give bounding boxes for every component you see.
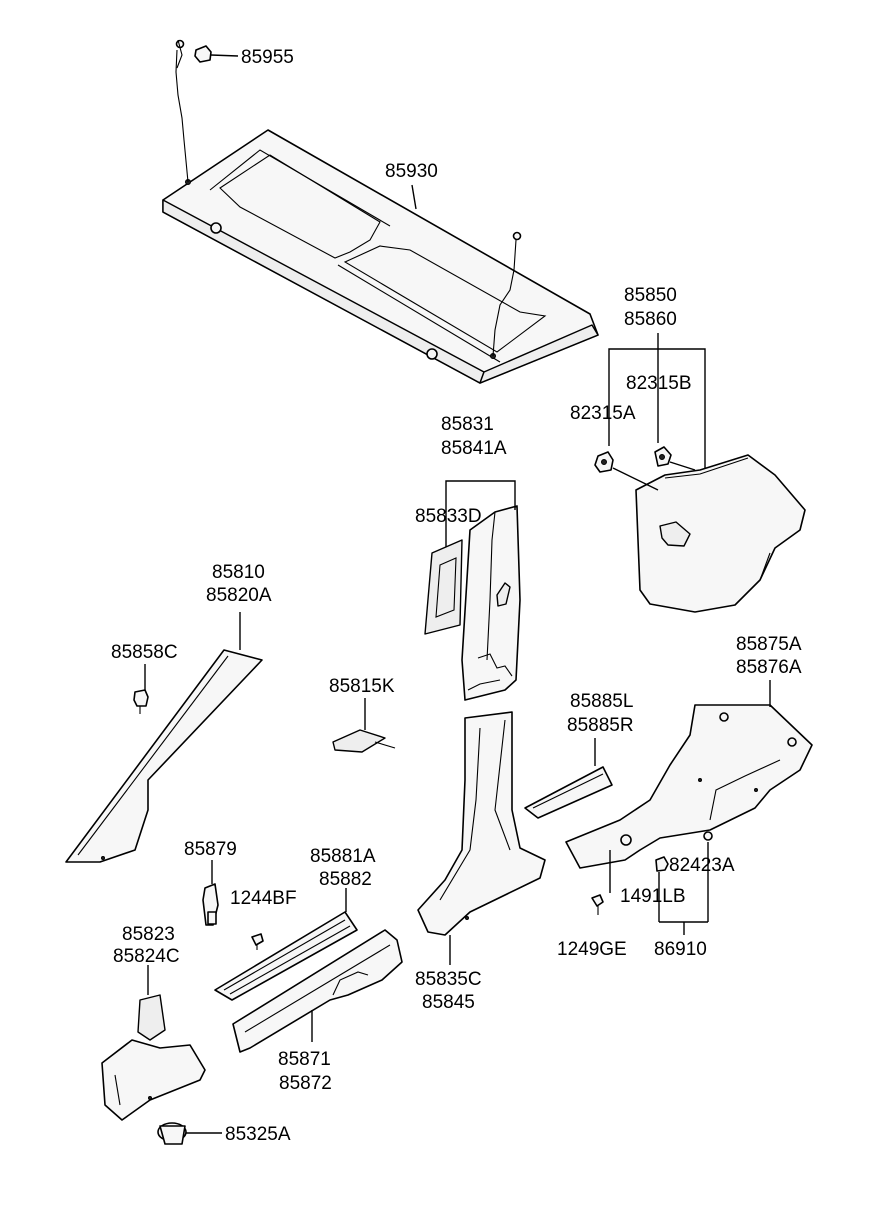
- label-86910: 86910: [654, 939, 707, 960]
- label-85835C: 85835C: [415, 969, 482, 990]
- label-85325A: 85325A: [225, 1124, 291, 1145]
- tray-cable-left: [175, 39, 189, 183]
- label-85858C: 85858C: [111, 642, 178, 663]
- label-85876A: 85876A: [736, 657, 802, 678]
- cowl-trim-85823: [101, 994, 206, 1121]
- clip-1491LB: [655, 856, 669, 922]
- label-85885R: 85885R: [567, 715, 634, 736]
- quarter-trim-85850: [635, 454, 806, 613]
- pad-85815K: [332, 729, 396, 753]
- label-85885L: 85885L: [570, 691, 633, 712]
- label-85841A: 85841A: [441, 438, 507, 459]
- label-85882: 85882: [319, 869, 372, 890]
- label-1244BF: 1244BF: [230, 888, 297, 909]
- label-85815K: 85815K: [329, 676, 395, 697]
- label-85930: 85930: [385, 161, 438, 182]
- clip-82315B: [654, 446, 696, 471]
- label-82423A: 82423A: [669, 855, 735, 876]
- label-1249GE: 1249GE: [557, 939, 627, 960]
- label-85872: 85872: [279, 1073, 332, 1094]
- label-85820A: 85820A: [206, 585, 272, 606]
- label-85823: 85823: [122, 924, 175, 945]
- label-85955: 85955: [241, 47, 294, 68]
- pillar-a-85810: [65, 649, 263, 863]
- bracket-85850: [608, 333, 706, 469]
- clip-82315A: [594, 451, 659, 491]
- label-1491LB: 1491LB: [620, 886, 686, 907]
- label-85850: 85850: [624, 285, 677, 306]
- scuff-plate-85885L: [524, 766, 613, 819]
- label-85824C: 85824C: [113, 946, 180, 967]
- clip-85325A: [157, 1122, 222, 1145]
- label-85879: 85879: [184, 839, 237, 860]
- package-tray-85930: [162, 129, 599, 384]
- bracket-85879: [202, 883, 219, 926]
- label-85871: 85871: [278, 1049, 331, 1070]
- screw-1244BF: [251, 933, 264, 950]
- tray-cable-right: [492, 231, 522, 357]
- clip-85955: [194, 45, 239, 63]
- label-85875A: 85875A: [736, 634, 802, 655]
- pillar-lower-85835C: [417, 711, 546, 936]
- scuff-plate-85881A: [214, 911, 358, 1001]
- label-85831: 85831: [441, 414, 494, 435]
- pillar-upper-85831: [461, 505, 521, 701]
- label-85833D: 85833D: [415, 506, 482, 527]
- label-82315B: 82315B: [626, 373, 692, 394]
- label-82315A: 82315A: [570, 403, 636, 424]
- label-85860: 85860: [624, 309, 677, 330]
- quarter-lower-85875A: [565, 704, 813, 869]
- clip-82423A: [703, 831, 713, 922]
- screw-1249GE: [591, 850, 611, 915]
- label-85845: 85845: [422, 992, 475, 1013]
- clip-85858C: [133, 689, 149, 714]
- label-85881A: 85881A: [310, 846, 376, 867]
- label-85810: 85810: [212, 562, 265, 583]
- pad-85833D: [424, 539, 463, 635]
- bracket-85831: [445, 480, 516, 547]
- sill-trim-85871: [232, 929, 403, 1053]
